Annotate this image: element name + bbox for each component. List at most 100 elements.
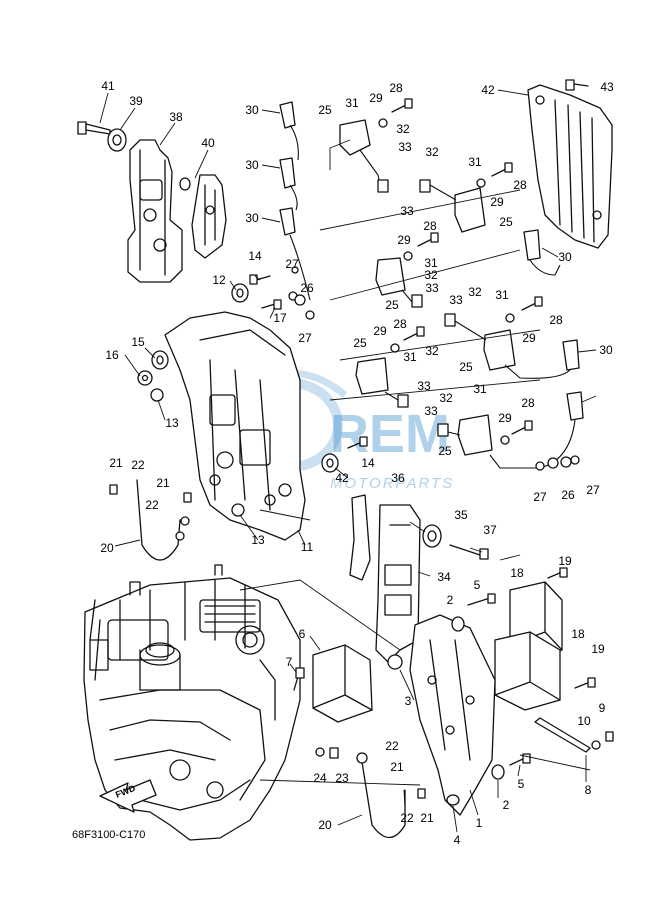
callout: 29 bbox=[369, 91, 383, 105]
callout: 5 bbox=[518, 777, 525, 791]
callout: 42 bbox=[481, 83, 495, 97]
watermark-brand: REM bbox=[330, 404, 450, 464]
callout: 27 bbox=[533, 490, 547, 504]
callout: 29 bbox=[522, 331, 536, 345]
callout: 26 bbox=[561, 488, 575, 502]
callout: 32 bbox=[396, 122, 410, 136]
callout: 18 bbox=[571, 627, 585, 641]
plug-caps-30 bbox=[279, 101, 584, 421]
ground-lead-20-upper bbox=[109, 479, 192, 561]
callout: 13 bbox=[165, 416, 179, 430]
callout: 33 bbox=[398, 140, 412, 154]
callout: 5 bbox=[474, 578, 481, 592]
callout: 28 bbox=[521, 396, 535, 410]
callout: 18 bbox=[510, 566, 524, 580]
callout: 23 bbox=[335, 771, 349, 785]
bolt-37 bbox=[449, 544, 489, 560]
plate-8 bbox=[534, 717, 591, 753]
callout: 31 bbox=[424, 256, 438, 270]
callout: 22 bbox=[145, 498, 159, 512]
bracket-36 bbox=[349, 494, 371, 581]
callout: 28 bbox=[423, 219, 437, 233]
callout: 25 bbox=[438, 444, 452, 458]
washer-small bbox=[179, 177, 191, 191]
ignition-coil-group-top bbox=[339, 119, 516, 456]
callout: 28 bbox=[393, 317, 407, 331]
callout: 16 bbox=[105, 348, 119, 362]
callout: 3 bbox=[405, 694, 412, 708]
callout: 31 bbox=[345, 96, 359, 110]
callout: 29 bbox=[397, 233, 411, 247]
bracket-1 bbox=[409, 614, 496, 816]
callout: 15 bbox=[131, 335, 145, 349]
callout: 4 bbox=[454, 833, 461, 847]
bracket-40 bbox=[191, 174, 227, 259]
callout: 25 bbox=[385, 298, 399, 312]
callout: 39 bbox=[129, 94, 143, 108]
callout: 30 bbox=[245, 158, 259, 172]
forward-arrow: FWD bbox=[99, 779, 157, 813]
callout: 29 bbox=[490, 195, 504, 209]
bolt-41 bbox=[77, 121, 111, 135]
callout: 43 bbox=[600, 80, 614, 94]
callout: 32 bbox=[468, 285, 482, 299]
callout: 25 bbox=[499, 215, 513, 229]
callout: 40 bbox=[201, 136, 215, 150]
callout: 7 bbox=[286, 655, 293, 669]
callout: 25 bbox=[459, 360, 473, 374]
callout: 37 bbox=[483, 523, 497, 537]
callout: 13 bbox=[251, 533, 265, 547]
callout: 42 bbox=[335, 471, 349, 485]
callout: 24 bbox=[313, 771, 327, 785]
callout: 22 bbox=[131, 458, 145, 472]
callout: 28 bbox=[389, 81, 403, 95]
callout: 6 bbox=[299, 627, 306, 641]
callout: 20 bbox=[318, 818, 332, 832]
callout: 1 bbox=[476, 816, 483, 830]
callout: 32 bbox=[439, 391, 453, 405]
callout: 33 bbox=[425, 281, 439, 295]
reference-lines bbox=[239, 139, 591, 786]
callout: 21 bbox=[420, 811, 434, 825]
callout: 14 bbox=[361, 456, 375, 470]
callout: 33 bbox=[400, 204, 414, 218]
callout: 22 bbox=[385, 739, 399, 753]
callout: 32 bbox=[425, 145, 439, 159]
callout: 35 bbox=[454, 508, 468, 522]
callout: 30 bbox=[245, 103, 259, 117]
callout: 30 bbox=[245, 211, 259, 225]
callout: 21 bbox=[109, 456, 123, 470]
callout: 21 bbox=[156, 476, 170, 490]
callout: 31 bbox=[473, 382, 487, 396]
connectors-33 bbox=[377, 179, 456, 437]
callout: 29 bbox=[373, 324, 387, 338]
callout: 12 bbox=[212, 273, 226, 287]
electrical-bracket-11 bbox=[164, 311, 306, 541]
callout: 21 bbox=[390, 760, 404, 774]
callout: 9 bbox=[599, 701, 606, 715]
callout: 33 bbox=[417, 379, 431, 393]
callout: 17 bbox=[273, 311, 287, 325]
ground-lead-20-lower bbox=[356, 752, 426, 839]
engine-block-illustration bbox=[83, 564, 301, 841]
callout: 30 bbox=[599, 343, 613, 357]
callout: 28 bbox=[513, 178, 527, 192]
callout: 34 bbox=[437, 570, 451, 584]
callout: 41 bbox=[101, 79, 115, 93]
bolts-lower bbox=[291, 266, 614, 806]
leader-lines bbox=[99, 89, 597, 833]
bracket-42 bbox=[527, 84, 613, 249]
watermark-tagline: MOTORPARTS bbox=[330, 475, 454, 492]
collar-35 bbox=[422, 524, 442, 548]
callout: 25 bbox=[318, 103, 332, 117]
callout: 2 bbox=[447, 593, 454, 607]
callout: 22 bbox=[400, 811, 414, 825]
callout: 10 bbox=[577, 714, 591, 728]
diagram-code: 68F3100-C170 bbox=[72, 829, 145, 841]
grommet-39 bbox=[107, 128, 127, 152]
callout: 25 bbox=[353, 336, 367, 350]
callout: 2 bbox=[503, 798, 510, 812]
callout: 36 bbox=[391, 471, 405, 485]
callout: 29 bbox=[498, 411, 512, 425]
